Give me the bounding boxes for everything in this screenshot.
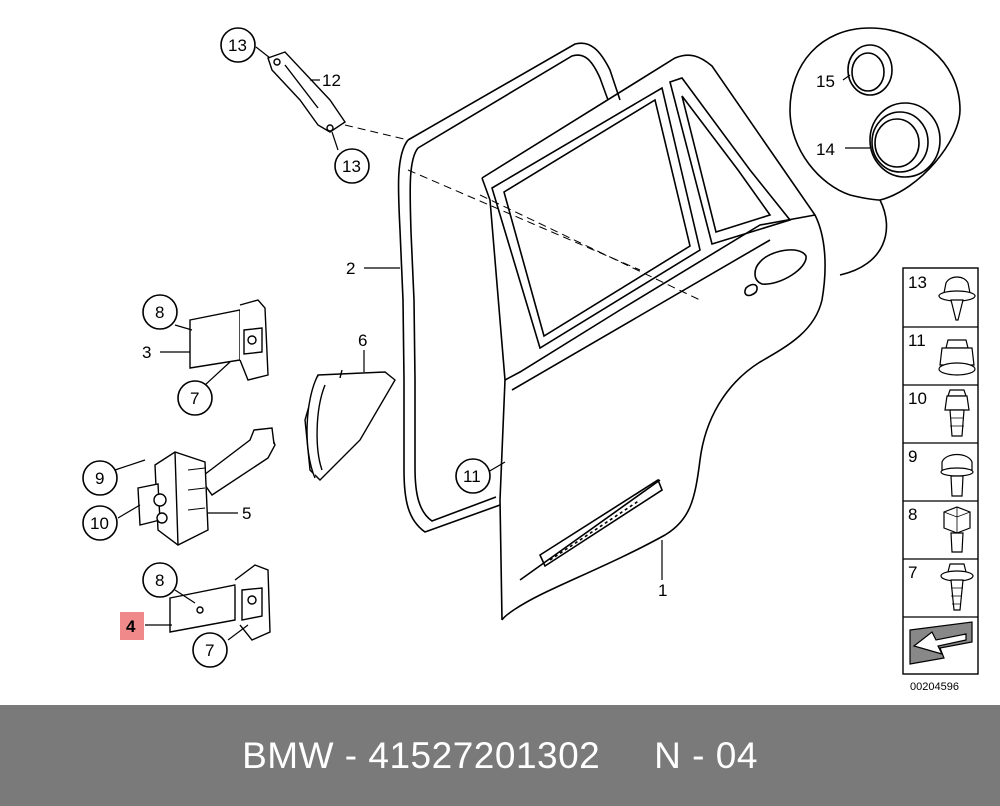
legend-item-label: 9	[908, 447, 917, 466]
collar-bolt-icon	[944, 389, 970, 437]
callout-7: 7	[205, 641, 214, 660]
hinge-4	[169, 564, 271, 641]
cover-6	[304, 369, 396, 481]
callout-8: 8	[155, 571, 164, 590]
fastener-legend: 13 11 10 9 8 7	[902, 267, 979, 675]
rear-door	[481, 54, 826, 621]
legend-item-label: 11	[908, 331, 926, 350]
door-seal	[397, 42, 621, 533]
callout-13: 13	[342, 157, 361, 176]
callout-7: 7	[190, 389, 199, 408]
construction-lines	[344, 124, 701, 301]
callout-3: 3	[142, 343, 151, 362]
hinge-3	[189, 299, 269, 381]
callout-12: 12	[322, 71, 341, 90]
legend-item-label: 13	[908, 273, 927, 292]
drawing-number: 00204596	[910, 681, 959, 693]
callout-4: 4	[126, 617, 136, 636]
parts-diagram: 13 11 10 9 8 7	[82, 27, 979, 693]
flange-screw-icon	[940, 563, 974, 611]
legend-item-label: 10	[908, 389, 927, 408]
hex-bolt-icon	[940, 453, 974, 497]
callout-circles	[82, 27, 491, 668]
grommet-icon	[938, 339, 976, 376]
detail-inset	[789, 27, 961, 276]
legend-item-label: 8	[908, 505, 917, 524]
callout-9: 9	[95, 469, 104, 488]
callout-8: 8	[155, 303, 164, 322]
hex-head-bolt-icon	[943, 506, 971, 553]
callout-14: 14	[816, 140, 835, 159]
highlight-box	[120, 612, 144, 640]
callout-13: 13	[228, 36, 247, 55]
leader-lines	[114, 46, 870, 641]
callout-10: 10	[90, 514, 109, 533]
clip-nut-icon	[938, 276, 976, 321]
callout-6: 6	[358, 331, 367, 350]
callout-11: 11	[463, 467, 481, 486]
door-check-5	[137, 427, 276, 546]
callout-2: 2	[346, 259, 355, 278]
callout-labels: 13 12 13 15 14 2 8 3 7 6 9 10 5 11 1 8 4…	[90, 36, 835, 660]
footer-caption: BMW - 41527201302 N - 04	[0, 705, 1000, 806]
callout-1: 1	[658, 581, 667, 600]
legend-item-label: 7	[908, 563, 917, 582]
callout-5: 5	[242, 504, 251, 523]
direction-arrow-icon	[909, 621, 973, 665]
bracket-12	[267, 51, 346, 133]
callout-15: 15	[816, 72, 835, 91]
